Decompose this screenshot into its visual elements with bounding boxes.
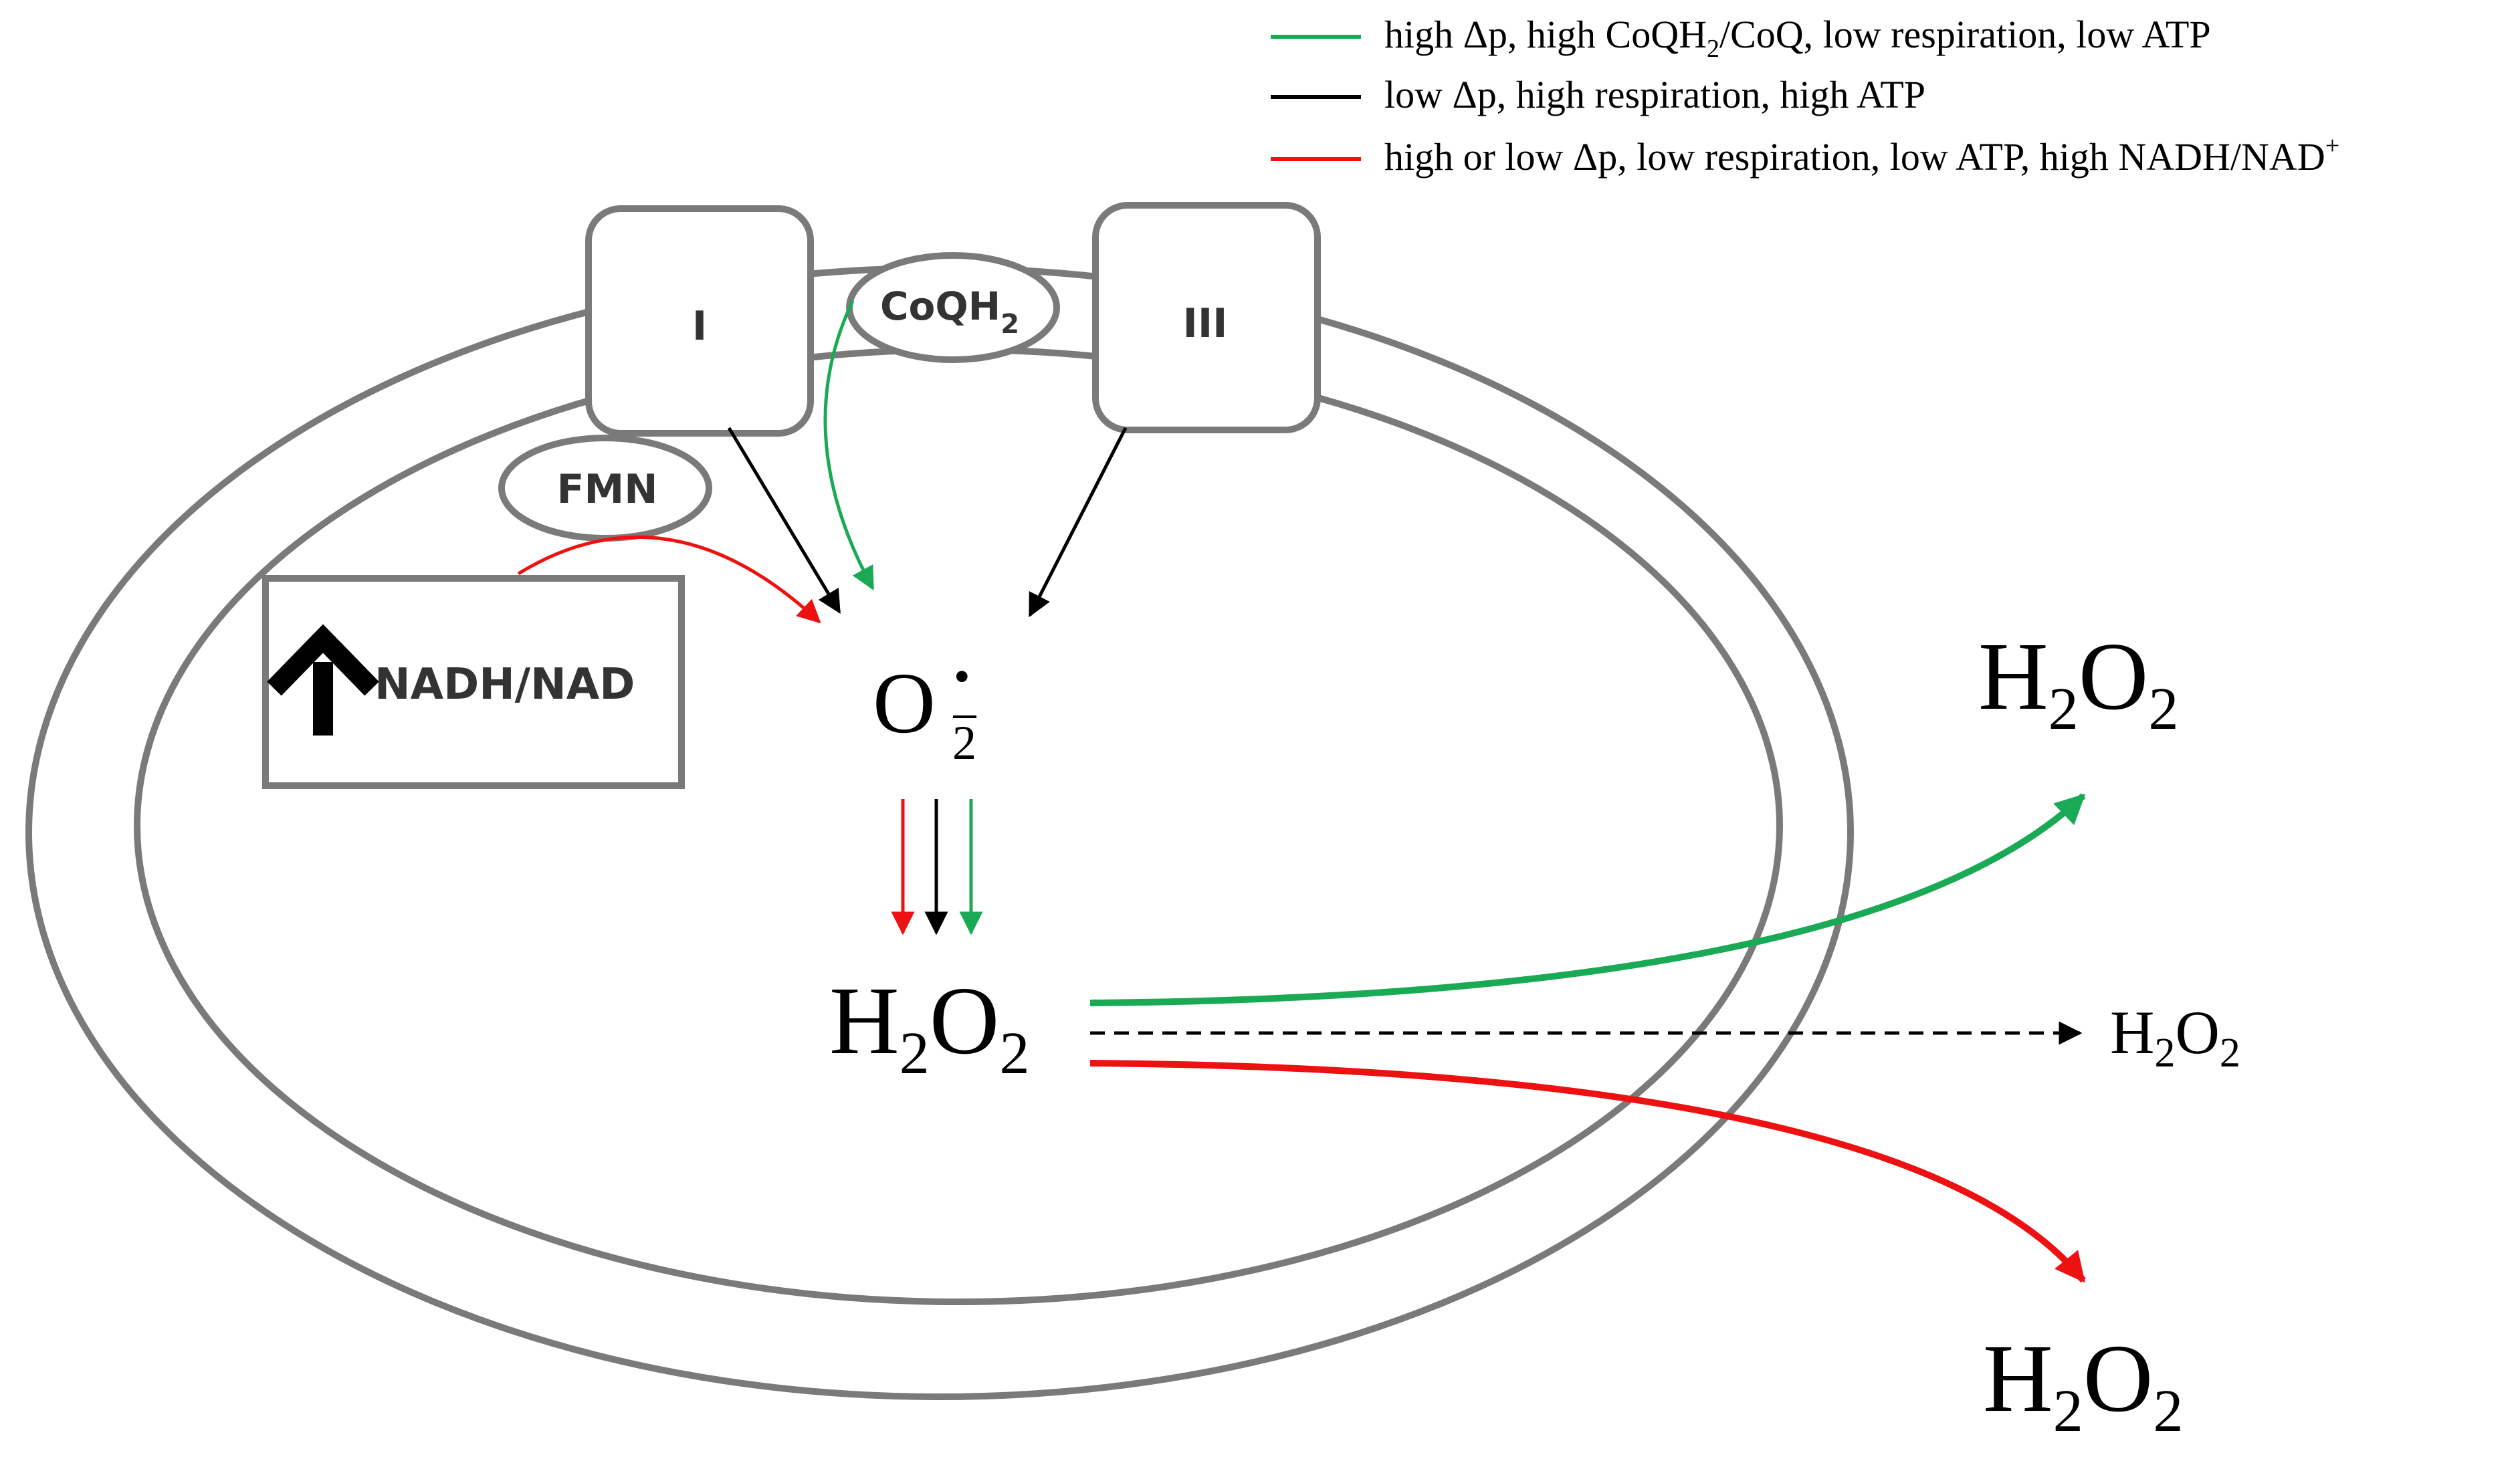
nadh-box: NADH/NAD (262, 575, 685, 789)
superoxide-sub: 2 (952, 716, 976, 770)
complex-i-label: I (692, 303, 707, 350)
arrow-complex-iii-to-superoxide (1028, 427, 1128, 618)
legend-label-black: low Δp, high respiration, high ATP (1384, 73, 1925, 116)
coqh2-ellipse: CoQH2 (846, 252, 1060, 363)
complex-iii: III (1092, 202, 1321, 433)
arrow-h2o2-red-efflux (1089, 1060, 2086, 1283)
nadh-nad-label: NADH/NAD (375, 660, 635, 709)
superoxide-o: O (873, 655, 936, 752)
fmn-ellipse: FMN (498, 435, 712, 542)
h2o2-top-right: H2O2 (1978, 623, 2178, 742)
coqh2-subscript: 2 (1001, 309, 1019, 340)
complex-iii-label: III (1183, 300, 1228, 347)
legend: high Δp, high CoQH2/CoQ, low respiration… (1271, 13, 2339, 179)
h2o2-middle-right: H2O2 (2110, 998, 2240, 1076)
arrow-nadh-to-superoxide (517, 535, 821, 624)
arrow-h2o2-green-efflux (1089, 793, 2086, 1006)
arrow-complex-i-to-superoxide (727, 427, 841, 614)
legend-label-red: high or low Δp, low respiration, low ATP… (1384, 132, 2339, 179)
up-arrow-icon (267, 624, 379, 736)
svg-text:CoQH2: CoQH2 (880, 284, 1019, 340)
legend-label-green: high Δp, high CoQH2/CoQ, low respiration… (1384, 13, 2211, 63)
h2o2-bottom-right: H2O2 (1983, 1325, 2183, 1444)
coqh2-label: CoQH (880, 284, 1001, 329)
arrow-coqh2-to-superoxide (823, 300, 875, 591)
fmn-label: FMN (557, 466, 658, 513)
h2o2-center: H2O2 (829, 968, 1029, 1087)
outer-membrane (25, 265, 1854, 1400)
superoxide: O • 2 (873, 651, 976, 770)
superoxide-dot: • (954, 651, 970, 703)
complex-i: I (585, 205, 814, 437)
inner-membrane (134, 346, 1783, 1305)
